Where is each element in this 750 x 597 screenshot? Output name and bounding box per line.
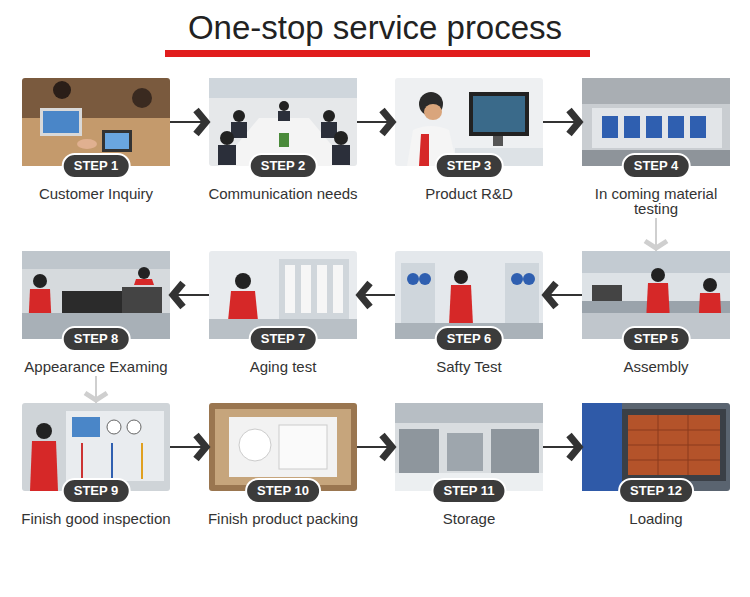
step-badge: STEP 10 xyxy=(245,478,321,504)
step-badge: STEP 6 xyxy=(435,326,504,352)
flow-arrow xyxy=(170,435,209,459)
step-caption: Storage xyxy=(389,511,549,526)
step-caption: Communication needs xyxy=(203,186,363,201)
flow-arrow xyxy=(170,110,209,134)
step-badge: STEP 8 xyxy=(62,326,131,352)
process-step: STEP 10Finish product packing xyxy=(209,403,357,528)
process-step: STEP 9Finish good inspection xyxy=(22,403,170,528)
step-badge: STEP 4 xyxy=(622,153,691,179)
step-caption: Safty Test xyxy=(389,359,549,374)
process-step: STEP 2Communication needs xyxy=(209,78,357,203)
step-caption: Appearance Examing xyxy=(16,359,176,374)
step-caption: Product R&D xyxy=(389,186,549,201)
step-caption: Aging test xyxy=(203,359,363,374)
flow-arrow xyxy=(357,110,395,134)
process-step: STEP 7Aging test xyxy=(209,251,357,376)
step-badge: STEP 7 xyxy=(249,326,318,352)
flow-arrow xyxy=(645,218,667,251)
flow-arrow xyxy=(170,283,209,307)
process-step: STEP 5Assembly xyxy=(582,251,730,376)
step-caption: Loading xyxy=(576,511,736,526)
step-caption: Finish product packing xyxy=(203,511,363,526)
step-badge: STEP 9 xyxy=(62,478,131,504)
step-caption: Customer Inquiry xyxy=(16,186,176,201)
step-badge: STEP 12 xyxy=(618,478,694,504)
process-step: STEP 11Storage xyxy=(395,403,543,528)
flow-arrow xyxy=(357,435,395,459)
process-step: STEP 3Product R&D xyxy=(395,78,543,203)
flow-arrow xyxy=(543,110,582,134)
step-badge: STEP 1 xyxy=(62,153,131,179)
step-caption: Assembly xyxy=(576,359,736,374)
step-caption: In coming material testing xyxy=(576,186,736,216)
process-step: STEP 4In coming material testing xyxy=(582,78,730,218)
process-step: STEP 12Loading xyxy=(582,403,730,528)
title: One-stop service process xyxy=(0,8,750,48)
title-underline xyxy=(165,50,590,57)
step-caption: Finish good inspection xyxy=(16,511,176,526)
step-badge: STEP 3 xyxy=(435,153,504,179)
process-step: STEP 8Appearance Examing xyxy=(22,251,170,376)
process-step: STEP 1Customer Inquiry xyxy=(22,78,170,203)
flow-arrow xyxy=(543,283,582,307)
step-badge: STEP 2 xyxy=(249,153,318,179)
process-step: STEP 6Safty Test xyxy=(395,251,543,376)
flow-arrow xyxy=(543,435,582,459)
step-badge: STEP 11 xyxy=(431,478,506,504)
flow-arrow xyxy=(357,283,395,307)
step-badge: STEP 5 xyxy=(622,326,691,352)
flow-arrow xyxy=(85,376,107,403)
